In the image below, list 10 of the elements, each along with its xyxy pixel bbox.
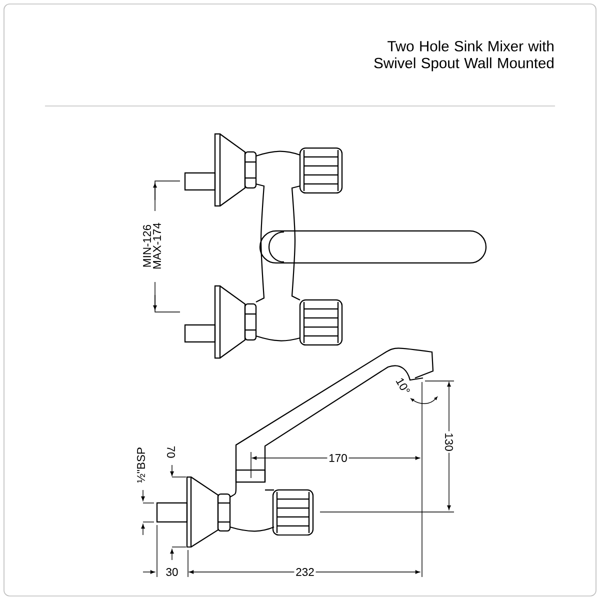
dimension-label: ½"BSP: [136, 446, 146, 484]
dimension-label: 30: [164, 566, 180, 578]
dimension-label: 130: [444, 431, 454, 453]
dimension-label: 232: [294, 566, 316, 578]
dimension-label: 70: [166, 444, 176, 460]
dimension-label: 170: [327, 452, 349, 464]
dimension-label: 10°: [393, 374, 413, 398]
dimension-label: MIN-126: [142, 223, 152, 269]
title: Two Hole Sink Mixer with Swivel Spout Wall Mounted: [374, 40, 554, 72]
dimension-label: MAX-174: [152, 221, 162, 271]
